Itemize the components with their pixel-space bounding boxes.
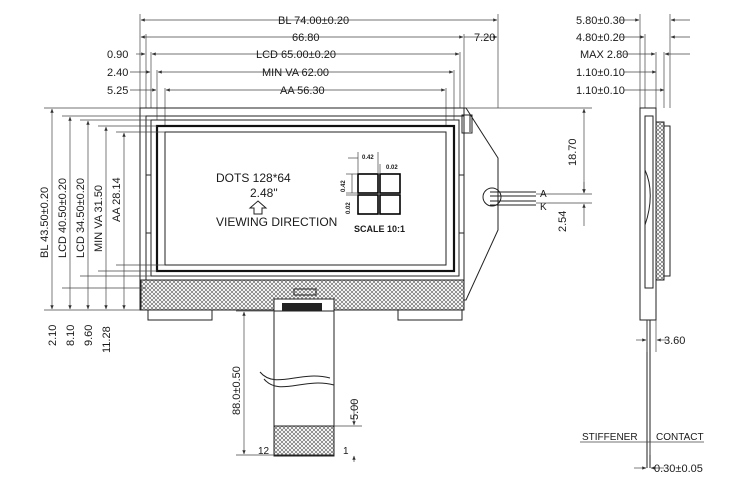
led-pins: A K	[482, 187, 548, 213]
pin-1-label: 1	[343, 446, 349, 457]
pin-12-label: 12	[258, 446, 270, 457]
dim-0-90: 0.90	[107, 49, 128, 61]
viewing-direction-arrow-icon	[248, 200, 268, 215]
dim-2-54: 2.54	[557, 211, 569, 232]
dim-aa-height: AA 28.14	[111, 177, 123, 222]
dim-side-max: MAX 2.80	[580, 49, 628, 61]
dim-66-80: 66.80	[292, 32, 320, 44]
pixel-detail: 0.42 0.02 0.42 0.02	[341, 152, 401, 215]
diagonal-size-label: 2.48"	[250, 186, 278, 200]
module-side-view: 5.80±0.30 4.80±0.20 MAX 2.80 1.10±0.10 1…	[576, 14, 704, 475]
dim-bl-height: BL 43.50±0.20	[39, 187, 51, 258]
dim-min-va-height: MIN VA 31.50	[93, 185, 105, 252]
dim-min-va-width: MIN VA 62.00	[262, 67, 329, 79]
dim-side-4-80: 4.80±0.20	[576, 32, 625, 44]
contact-label: CONTACT	[656, 432, 704, 443]
dim-side-1-10-a: 1.10±0.10	[576, 67, 625, 79]
dim-18-70: 18.70	[567, 138, 579, 166]
dim-2-40: 2.40	[107, 67, 128, 79]
module-front-view	[139, 107, 499, 321]
dim-lcd-height-2: LCD 34.50±0.20	[75, 178, 87, 258]
dim-2-10: 2.10	[47, 325, 59, 346]
dim-7-20: 7.20	[474, 32, 495, 44]
fpc-cable: 88.0±0.50 5.00 12 1	[231, 310, 362, 462]
dim-side-3-60: 3.60	[664, 335, 685, 347]
dim-side-1-10-b: 1.10±0.10	[576, 85, 625, 97]
top-dimensions: BL 74.00±0.20 66.80 7.20 LCD 65.00±0.20 …	[107, 14, 499, 126]
pixel-width-label: 0.42	[362, 155, 374, 161]
display-area-text: DOTS 128*64 2.48" VIEWING DIRECTION SCAL…	[216, 171, 405, 234]
dim-side-0-30: 0.30±0.05	[654, 463, 703, 475]
pixel-gap-label: 0.02	[386, 165, 398, 171]
dim-side-5-80: 5.80±0.30	[576, 15, 625, 27]
dim-aa-width: AA 56.30	[280, 85, 325, 97]
led-cathode-label: K	[540, 202, 547, 213]
dim-fpc-length: 88.0±0.50	[231, 366, 243, 415]
left-dimensions: BL 43.50±0.20 LCD 40.50±0.20 LCD 34.50±0…	[39, 107, 165, 353]
stiffener-label: STIFFENER	[582, 432, 638, 443]
dim-8-10: 8.10	[65, 325, 77, 346]
dim-5-00: 5.00	[349, 399, 361, 420]
viewing-direction-label: VIEWING DIRECTION	[216, 215, 337, 229]
dim-11-28: 11.28	[101, 326, 113, 353]
scale-label: SCALE 10:1	[354, 224, 405, 234]
dim-bl-width: BL 74.00±0.20	[278, 15, 349, 27]
pixel-vgap-label: 0.02	[346, 202, 352, 214]
dim-5-25: 5.25	[107, 85, 128, 97]
pixel-height-label: 0.42	[341, 180, 347, 192]
right-dimensions: 18.70 2.54	[466, 107, 592, 232]
led-anode-label: A	[540, 189, 547, 200]
dim-lcd-height-1: LCD 40.50±0.20	[57, 178, 69, 258]
dim-9-60: 9.60	[83, 325, 95, 346]
dots-label: DOTS 128*64	[216, 171, 291, 185]
dim-lcd-width: LCD 65.00±0.20	[256, 49, 336, 61]
